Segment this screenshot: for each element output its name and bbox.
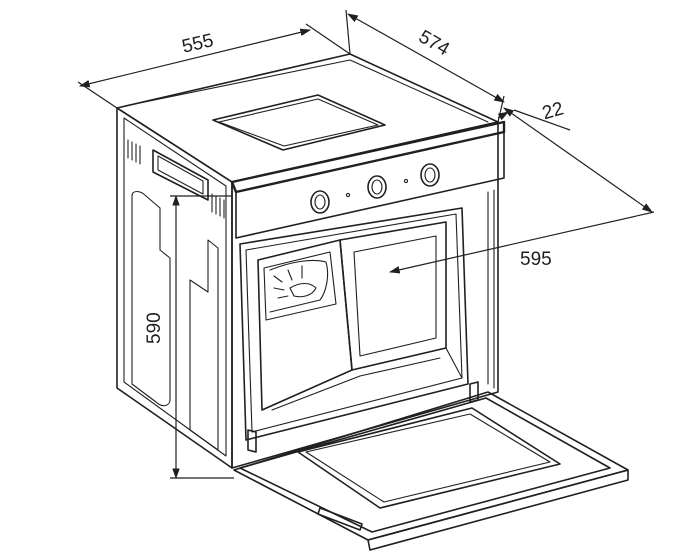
oven-door (233, 381, 629, 551)
dim-width-front-label: 595 (520, 249, 552, 270)
dimension-lines (77, 9, 655, 480)
fan-element (269, 259, 329, 313)
dim-height-label: 590 (144, 312, 165, 344)
dim-door-offset-label: 22 (540, 98, 566, 124)
control-knob-right (420, 163, 440, 187)
oven-cavity (239, 207, 469, 441)
control-knob-center (367, 175, 387, 199)
dim-width-top-label: 555 (180, 30, 216, 58)
control-knob-left (310, 190, 330, 214)
side-vents (127, 139, 225, 219)
oven-front (230, 120, 506, 469)
